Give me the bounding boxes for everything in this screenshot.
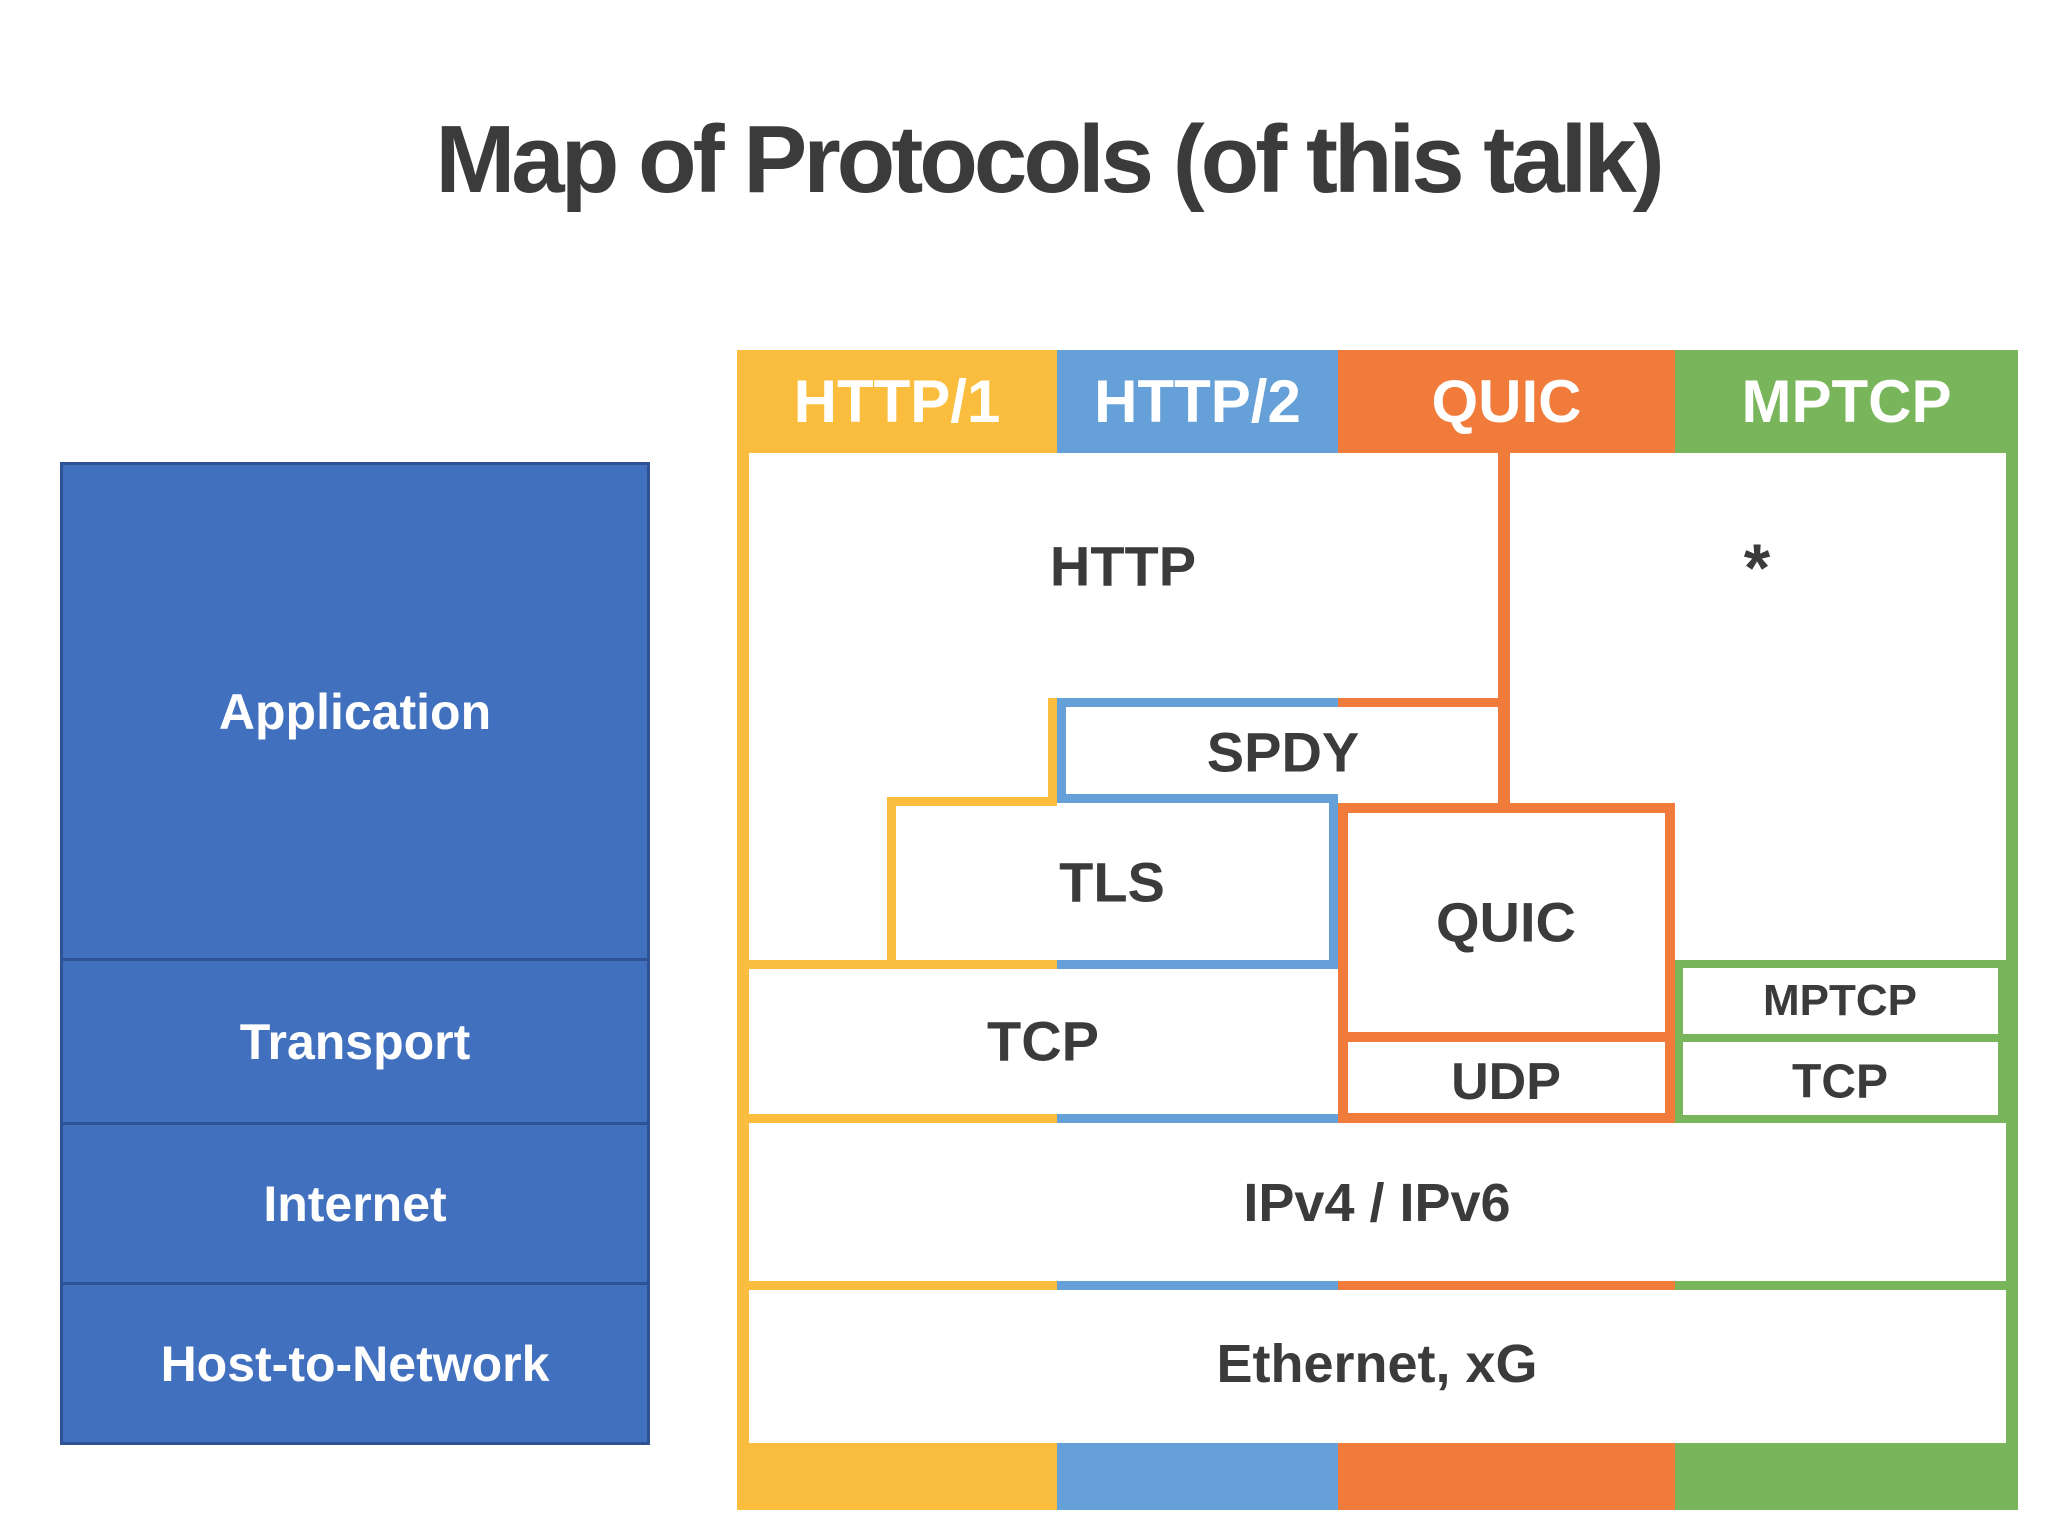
wildcard-label: * xyxy=(1743,530,1771,606)
column-header-http1: HTTP/1 xyxy=(737,350,1057,453)
footer-strip-http1 xyxy=(737,1443,1057,1510)
quic-label: QUIC xyxy=(1436,890,1576,954)
transport-bottom-line-yellow xyxy=(749,1114,1057,1123)
ip-label: IPv4 / IPv6 xyxy=(1243,1173,1511,1233)
http-label: HTTP xyxy=(1049,534,1197,598)
tls-right-border xyxy=(1329,803,1338,969)
udp-box xyxy=(1338,1042,1675,1123)
quic-drop-line xyxy=(1498,453,1510,803)
osi-stack-panel: Application Transport Internet Host-to-N… xyxy=(60,462,650,1445)
footer-strip-http2 xyxy=(1057,1443,1338,1510)
footer-strip-mptcp xyxy=(1675,1443,2018,1510)
column-header-quic-label: QUIC xyxy=(1431,368,1582,435)
osi-row-transport-label: Transport xyxy=(239,1013,471,1070)
mptcp-label: MPTCP xyxy=(1763,976,1917,1025)
column-header-http2: HTTP/2 xyxy=(1057,350,1338,453)
ip-link-line-orange xyxy=(1338,1281,1675,1290)
column-header-mptcp-label: MPTCP xyxy=(1741,368,1952,435)
footer-strip-quic xyxy=(1338,1443,1675,1510)
diagram-right-border-mptcp-lane xyxy=(2006,453,2018,1443)
tls-left-border xyxy=(887,797,896,969)
column-header-mptcp: MPTCP xyxy=(1675,350,2018,453)
tcp-right-box xyxy=(1675,1042,2006,1123)
transport-bottom-line-blue xyxy=(1057,1114,1338,1123)
osi-row-internet: Internet xyxy=(63,1122,647,1282)
spdy-label: SPDY xyxy=(1206,720,1360,784)
ip-link-line-yellow xyxy=(749,1281,1057,1290)
osi-row-host-to-network-label: Host-to-Network xyxy=(160,1335,550,1392)
tcp-right-label: TCP xyxy=(1792,1055,1888,1109)
osi-row-application: Application xyxy=(63,465,647,958)
column-header-http1-label: HTTP/1 xyxy=(793,368,1001,435)
spdy-left-yellow-sliver xyxy=(1048,698,1057,803)
osi-row-transport: Transport xyxy=(63,958,647,1122)
spdy-left-border xyxy=(1057,698,1066,803)
slide-title: Map of Protocols (of this talk) xyxy=(435,106,1664,213)
mptcp-box xyxy=(1675,960,2006,1042)
tls-label: TLS xyxy=(1059,850,1165,914)
tls-top-border xyxy=(887,797,1057,806)
column-header-http2-label: HTTP/2 xyxy=(1094,368,1301,435)
quic-box xyxy=(1338,803,1675,1042)
link-label: Ethernet, xG xyxy=(1216,1334,1538,1394)
osi-row-application-label: Application xyxy=(218,683,492,740)
transport-top-line-yellow xyxy=(749,960,1057,969)
ip-link-line-green xyxy=(1675,1281,2006,1290)
tcp-left-label: TCP xyxy=(987,1009,1099,1073)
ip-link-line-blue xyxy=(1057,1281,1338,1290)
udp-label: UDP xyxy=(1451,1053,1561,1111)
spdy-top-border-blue xyxy=(1057,698,1338,707)
osi-row-internet-label: Internet xyxy=(263,1175,447,1232)
spdy-bottom-border xyxy=(1057,794,1338,803)
column-header-quic: QUIC xyxy=(1338,350,1675,453)
osi-row-host-to-network: Host-to-Network xyxy=(63,1282,647,1442)
spdy-top-border-orange xyxy=(1338,698,1498,707)
diagram-left-border-http1-lane xyxy=(737,453,749,1443)
transport-top-line-blue xyxy=(1057,960,1338,969)
